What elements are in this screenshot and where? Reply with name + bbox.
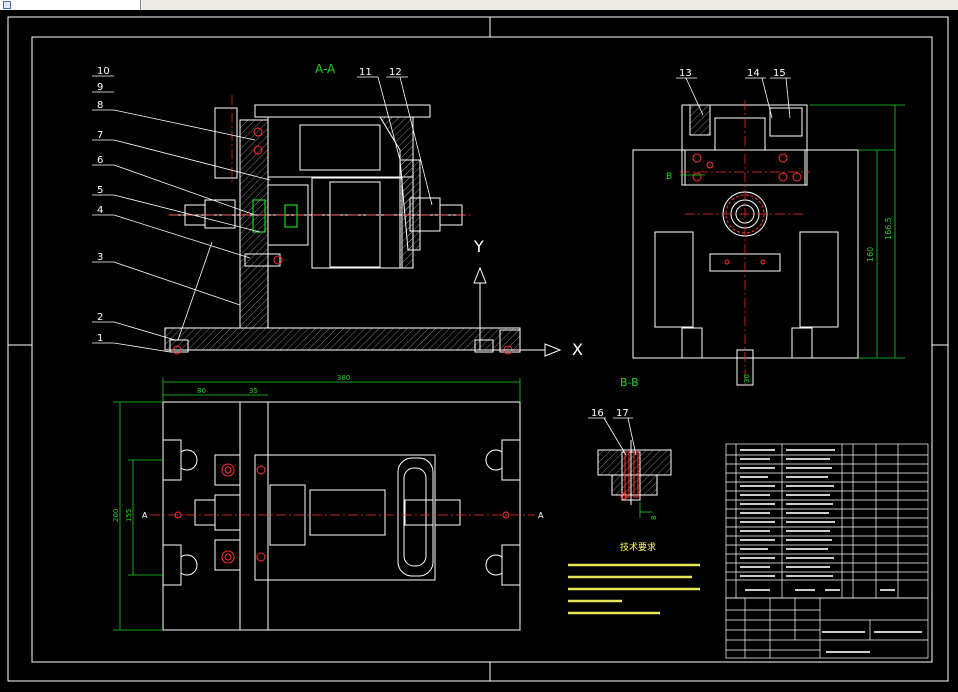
balloon-8: 8	[97, 100, 103, 111]
dim-bb: 8	[650, 516, 658, 520]
document-tab[interactable]	[0, 0, 141, 10]
side-view-centerlines	[680, 100, 810, 385]
coordinate-axes	[473, 266, 562, 357]
balloon-16: 16	[591, 408, 604, 419]
dim-80: 80	[197, 387, 206, 395]
dim-width: 200	[112, 509, 120, 522]
section-bb-title: B-B	[620, 376, 639, 389]
side-view[interactable]	[632, 104, 859, 386]
drawing-file-icon	[3, 1, 11, 9]
cad-drawing-canvas[interactable]: X Y A-A 10 9 8 7 6 5 4 3 2 1 11 12	[0, 10, 958, 688]
tech-requirements-text-lines	[568, 563, 700, 615]
side-view-dimensions	[680, 104, 905, 359]
parts-list-table[interactable]	[725, 443, 929, 599]
balloon-2: 2	[97, 312, 103, 323]
view-label-a-left: A	[142, 511, 148, 520]
sheet-inner-border	[31, 36, 933, 663]
sheet-outer-border	[7, 16, 949, 682]
balloon-7: 7	[97, 130, 103, 141]
balloon-17: 17	[616, 408, 629, 419]
side-view-red-details	[692, 153, 802, 265]
balloon-4: 4	[97, 205, 103, 216]
axis-y-label: Y	[473, 237, 484, 256]
drawing-svg: X Y A-A 10 9 8 7 6 5 4 3 2 1 11 12	[7, 16, 949, 682]
leader-lines-11-12	[357, 76, 433, 206]
balloon-9: 9	[97, 82, 103, 93]
section-aa-red-details	[172, 127, 513, 355]
balloon-1: 1	[97, 333, 103, 344]
balloon-14: 14	[747, 68, 760, 79]
section-aa-title: A-A	[315, 62, 336, 76]
section-bb-dimensions	[639, 502, 652, 518]
plan-view[interactable]	[162, 401, 521, 631]
plan-view-dimensions	[113, 378, 521, 631]
axis-x-label: X	[572, 340, 583, 359]
plan-view-red-details	[174, 463, 510, 564]
leader-lines-13-15	[676, 77, 791, 119]
balloon-5: 5	[97, 185, 103, 196]
balloon-12: 12	[389, 67, 402, 78]
border-centring-marks	[8, 17, 948, 681]
balloon-13: 13	[679, 68, 692, 79]
leader-lines-left	[92, 75, 271, 353]
dim-overall: 380	[337, 374, 350, 382]
view-label-b: B	[666, 172, 672, 182]
section-bb-red-details	[620, 451, 639, 500]
section-aa-centerlines	[168, 95, 472, 216]
balloon-11: 11	[359, 67, 372, 78]
section-aa-view[interactable]	[164, 104, 521, 353]
balloon-3: 3	[97, 252, 103, 263]
leader-lines-16-17	[588, 417, 637, 456]
title-block[interactable]	[725, 597, 929, 659]
tech-requirements-title: 技术要求	[620, 541, 656, 553]
view-label-a-right: A	[538, 511, 544, 520]
dim-inner: 155	[125, 509, 133, 522]
balloon-15: 15	[773, 68, 786, 79]
title-block-text-placeholders	[740, 449, 922, 653]
dim-height: 160	[866, 247, 875, 262]
balloon-10: 10	[97, 66, 110, 77]
balloon-6: 6	[97, 155, 103, 166]
dim-height-2: 166.5	[884, 217, 893, 240]
dim-bottom: 30	[743, 374, 751, 383]
dim-35: 35	[249, 387, 258, 395]
